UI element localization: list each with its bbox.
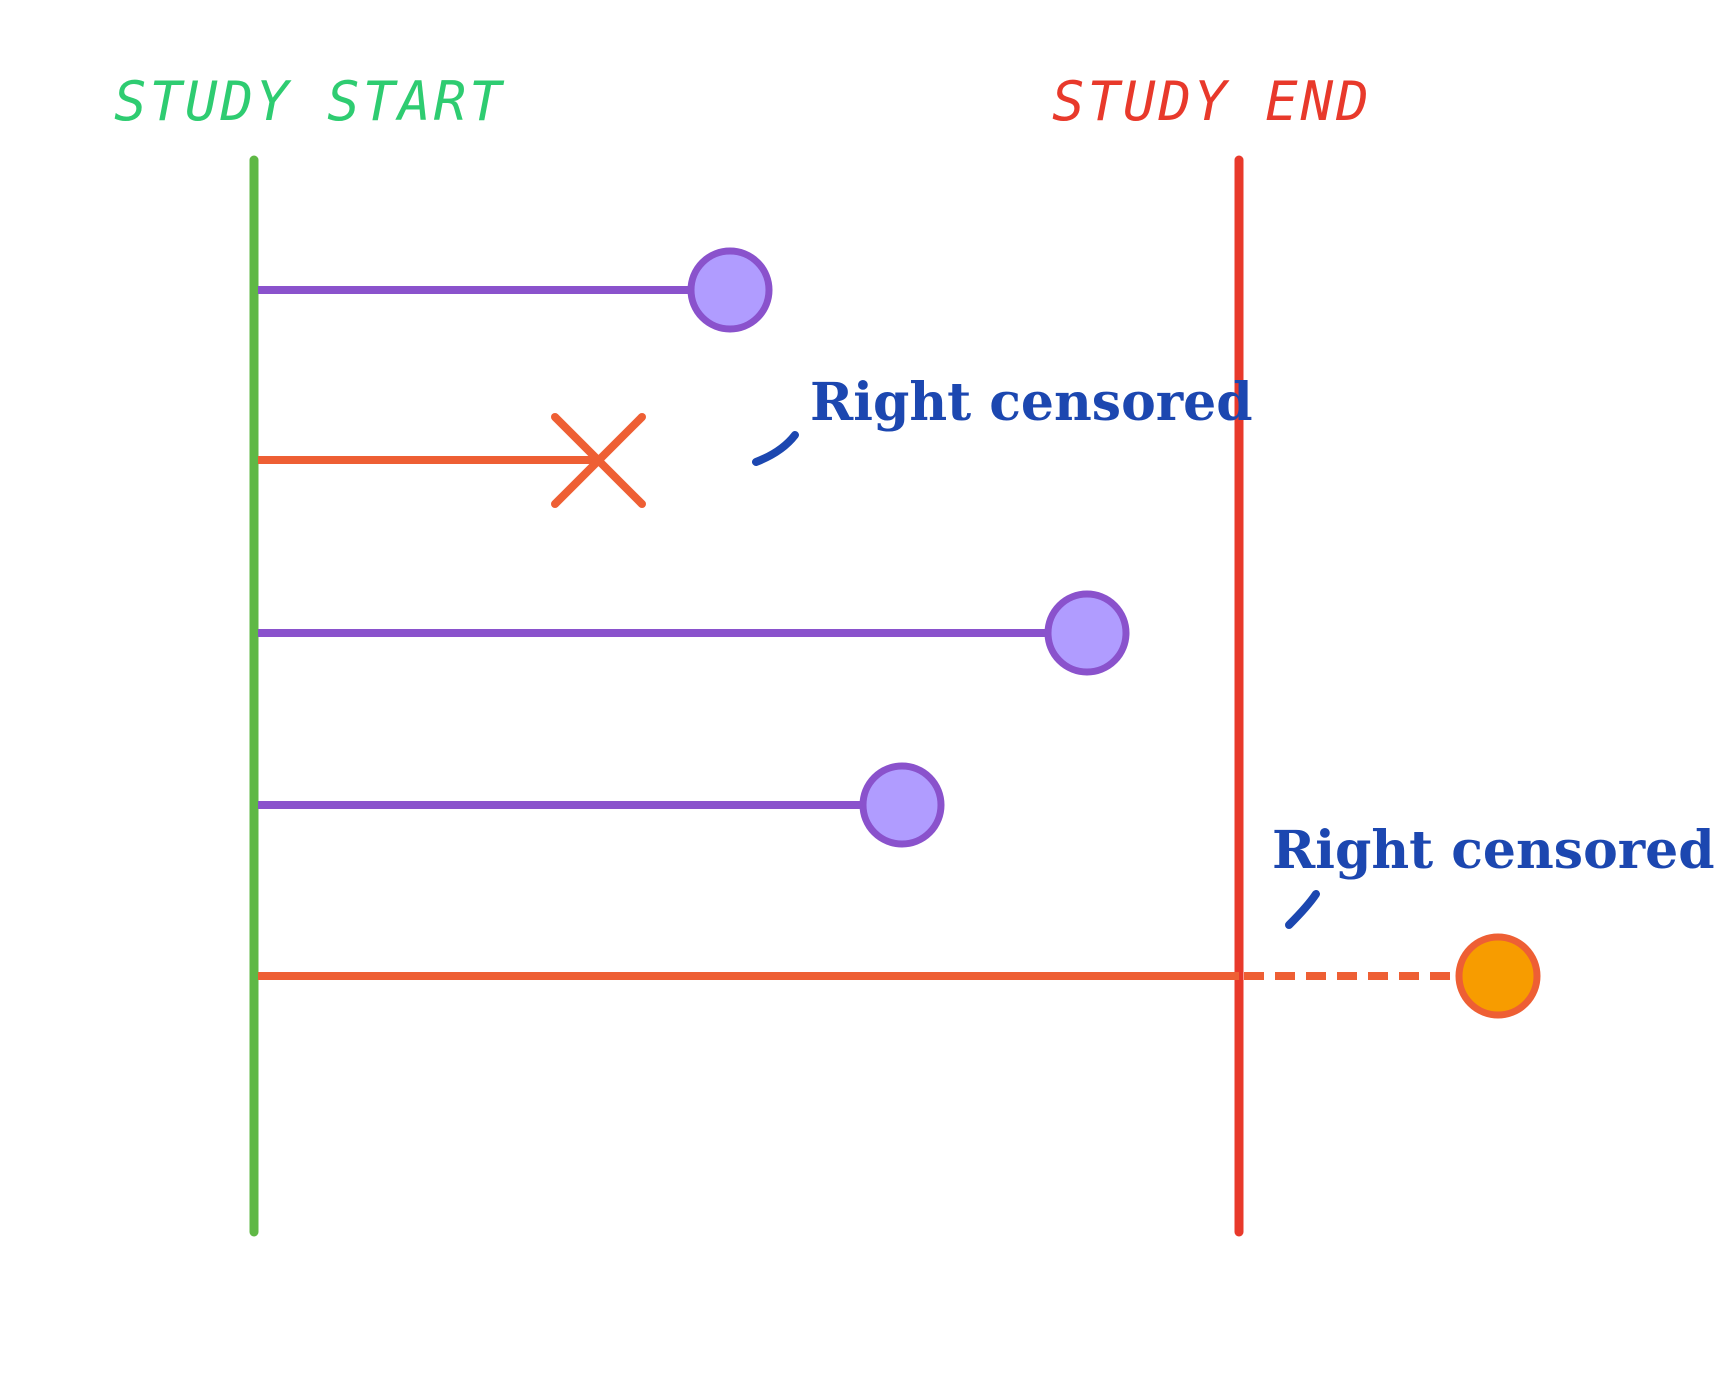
subject-1-event-marker [687,247,773,333]
subject-2-censor-cross-marker [551,413,646,508]
subject-row-2 [258,413,646,508]
study-start-label: STUDY START [114,70,505,133]
annotation-2-label: Right censored [1272,820,1715,881]
right-censored-annotation-2: Right censored [1272,820,1715,929]
subject-row-3 [258,590,1130,676]
subject-row-5 [258,933,1541,1019]
subject-row-1 [258,247,773,333]
study-end-label: STUDY END [1052,70,1372,133]
annotation-1-label: Right censored [810,372,1253,433]
subject-3-event-marker [1044,590,1130,676]
right-censored-annotation-1: Right censored [752,372,1253,466]
annotation-2-pointer [1285,890,1320,929]
subject-row-4 [258,762,945,848]
subject-5-event-marker [1455,933,1541,1019]
subject-4-event-marker [859,762,945,848]
annotation-1-pointer [752,431,799,466]
